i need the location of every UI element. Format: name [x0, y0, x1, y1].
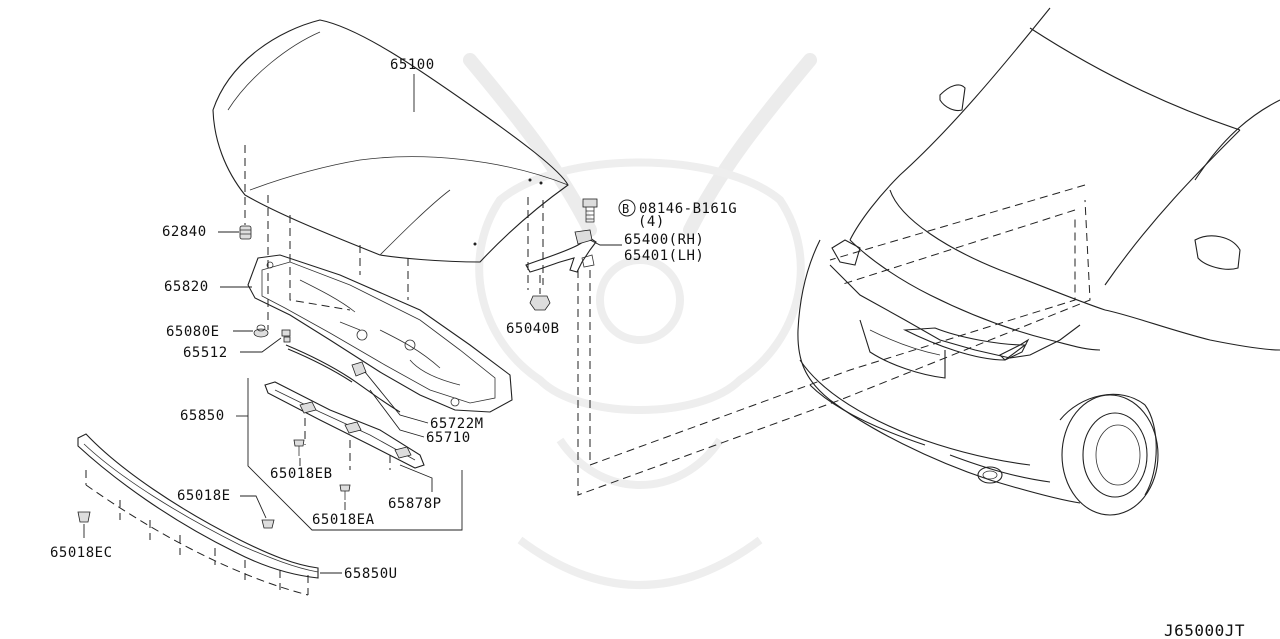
seal-65878P	[399, 464, 433, 492]
leader-65710	[369, 389, 425, 438]
callout-65710: 65710	[426, 430, 471, 446]
callout-65400-RH: 65400(RH)	[624, 232, 704, 248]
clip-65018EC	[77, 511, 91, 523]
callout-65850: 65850	[180, 408, 225, 424]
hood-alignment-lines	[244, 145, 544, 330]
callout-65018EA: 65018EA	[312, 512, 375, 528]
callout-65080E: 65080E	[166, 324, 220, 340]
callout-65018EC: 65018EC	[50, 545, 113, 561]
bolt-symbol-letter: B	[622, 202, 630, 216]
hood-panel	[212, 19, 569, 263]
callout-65018E: 65018E	[177, 488, 231, 504]
bolt-08146-B161G	[582, 198, 598, 223]
vehicle-outline	[797, 7, 1280, 516]
vehicle-reference-lines	[577, 184, 1091, 496]
lock-assembly-65722M	[351, 361, 367, 377]
stopper-65080E	[253, 324, 269, 338]
callout-65100: 65100	[390, 57, 435, 73]
diagram-id: J65000JT	[1164, 621, 1245, 639]
nut-65040B	[529, 275, 551, 311]
callout-08146-B161G: 08146-B161G	[639, 201, 737, 217]
callout-65850U: 65850U	[344, 566, 398, 582]
hood-support-65850	[247, 378, 463, 531]
callout-65878P: 65878P	[388, 496, 442, 512]
bolt-symbol: B	[618, 199, 636, 217]
watermark-crest	[463, 53, 817, 589]
support-rod-65512	[281, 329, 291, 343]
clip-65018E	[261, 519, 275, 529]
callout-65820: 65820	[164, 279, 209, 295]
callout-65401-LH: 65401(LH)	[624, 248, 704, 264]
callout-bolt-qty: (4)	[638, 214, 665, 230]
callout-65512: 65512	[183, 345, 228, 361]
callout-65722M: 65722M	[430, 416, 484, 432]
clip-65018EB	[293, 439, 305, 456]
seal-pad-62840	[239, 225, 252, 240]
insulator-65820	[247, 254, 513, 413]
leader-hinge	[589, 239, 622, 246]
cable-65710	[285, 344, 401, 413]
leader-65512	[240, 337, 282, 353]
clip-65018EA	[339, 484, 351, 500]
callout-65018EB: 65018EB	[270, 466, 333, 482]
hood-hinge-65400-65401	[525, 229, 597, 273]
callout-62840: 62840	[162, 224, 207, 240]
leader-65018E	[240, 495, 267, 519]
front-molding-65850U	[77, 433, 319, 596]
callout-65040B: 65040B	[506, 321, 560, 337]
leader-65722M	[364, 371, 429, 424]
